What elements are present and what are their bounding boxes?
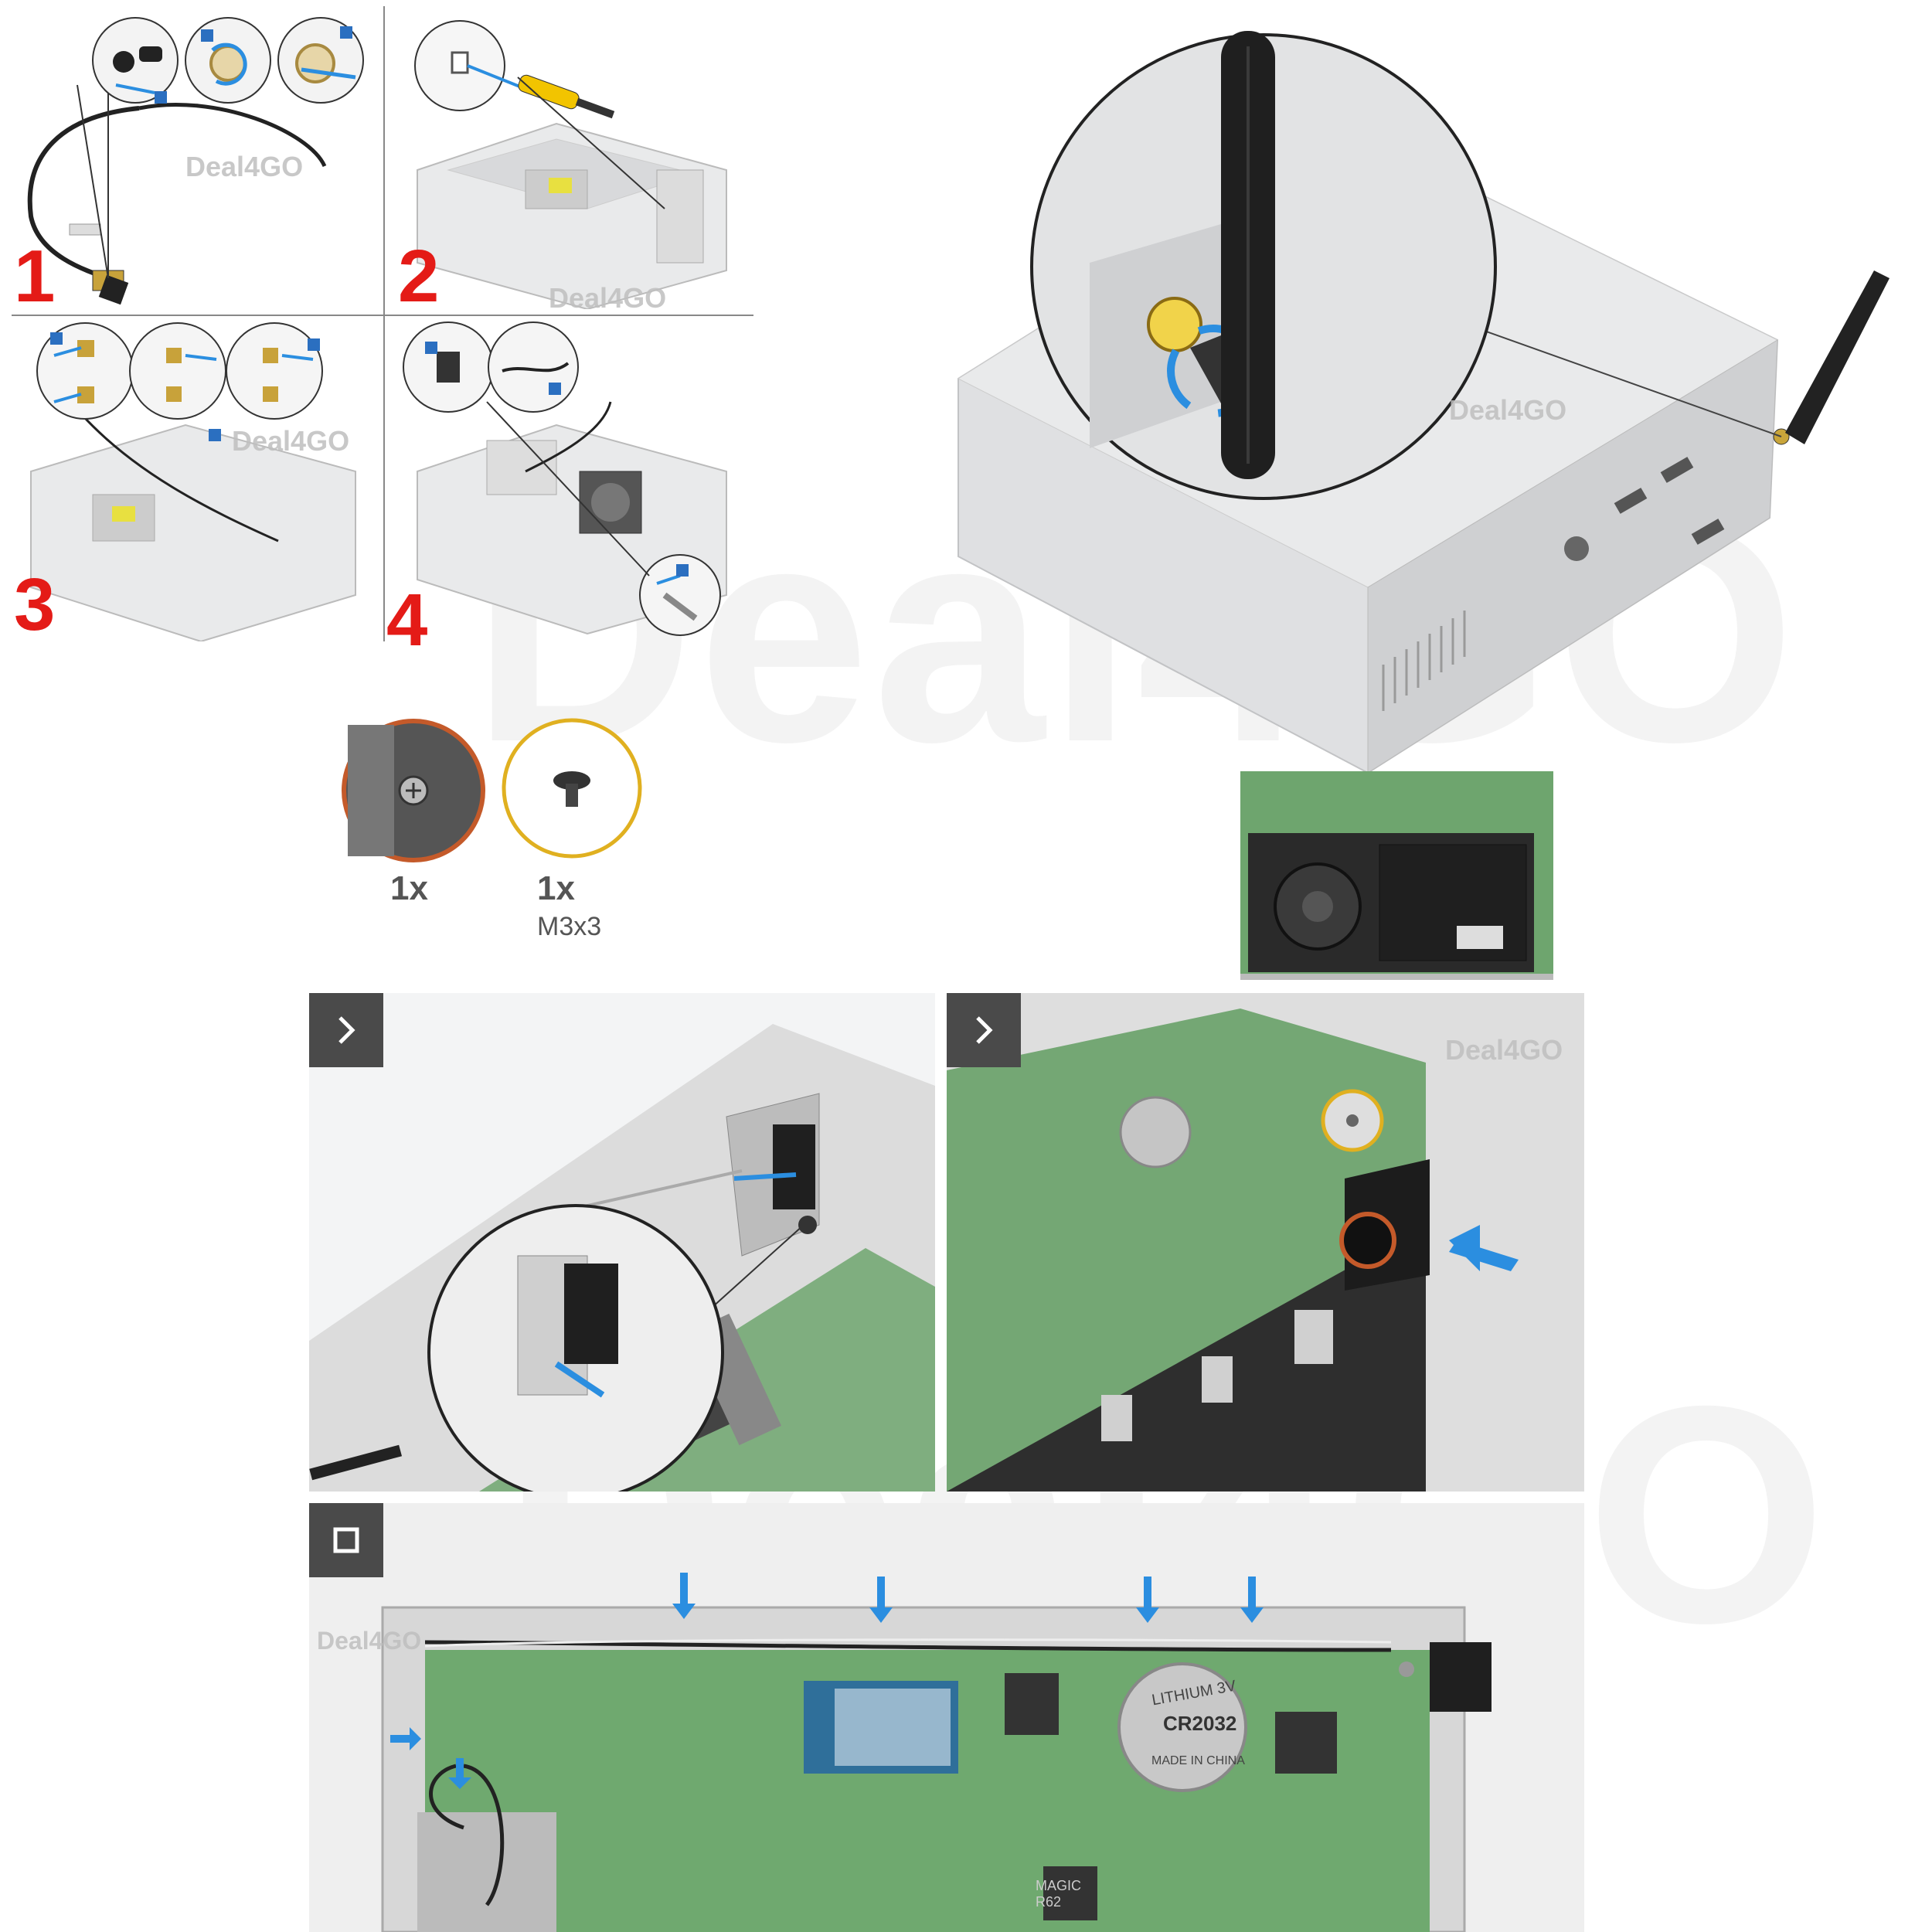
panel-watermark: Deal4GO xyxy=(1445,1034,1563,1066)
step-3-number: 3 xyxy=(14,563,56,646)
battery-model: CR2032 xyxy=(1163,1712,1237,1735)
four-step-grid xyxy=(0,0,757,649)
mini-pc-antenna-illustration xyxy=(951,15,1924,773)
panel-route-cable xyxy=(309,1503,1584,1932)
bottom-watermark: Deal4GO xyxy=(317,1627,422,1655)
panel-secure-jack xyxy=(947,993,1584,1492)
panel-install-jack xyxy=(309,993,935,1492)
step-grid-lines xyxy=(12,6,753,641)
chip-label: MAGIC R62 xyxy=(1036,1878,1082,1910)
chevron-right-icon xyxy=(976,1016,993,1044)
stop-button[interactable] xyxy=(309,1503,383,1577)
step-3-watermark: Deal4GO xyxy=(232,425,350,457)
next-button-2[interactable] xyxy=(947,993,1021,1067)
step-3-illustration xyxy=(15,317,379,641)
step-1-illustration xyxy=(15,15,379,309)
next-button-1[interactable] xyxy=(309,993,383,1067)
step-1-number: 1 xyxy=(14,235,56,318)
screw-1-quantity: 1x xyxy=(390,869,428,907)
screw-m3x3-icon xyxy=(501,717,644,860)
stop-square-icon xyxy=(333,1527,359,1553)
battery-origin: MADE IN CHINA xyxy=(1151,1754,1245,1767)
chevron-right-icon xyxy=(338,1016,355,1044)
screw-icon xyxy=(340,717,487,864)
pc-watermark: Deal4GO xyxy=(1449,394,1567,426)
step-2-number: 2 xyxy=(398,235,440,318)
motherboard-thumbnail xyxy=(1240,771,1553,980)
step-2-illustration xyxy=(402,15,750,309)
step-4-illustration xyxy=(402,317,750,641)
step-2-watermark: Deal4GO xyxy=(549,282,667,314)
screw-2-quantity: 1x xyxy=(537,869,575,907)
step-1-watermark: Deal4GO xyxy=(185,151,304,182)
screw-2-size: M3x3 xyxy=(537,912,602,941)
step-4-number: 4 xyxy=(386,579,428,662)
